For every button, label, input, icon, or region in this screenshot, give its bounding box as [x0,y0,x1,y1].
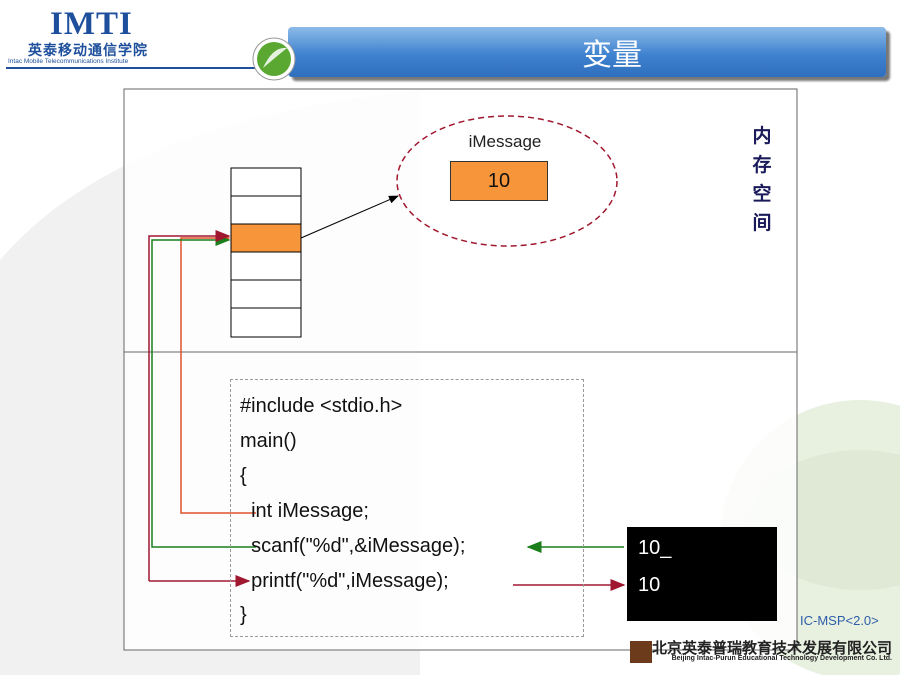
code-line: int iMessage; [240,500,369,522]
logo-chinese-name: 英泰移动通信学院 [28,43,148,59]
console-line: 10 [638,574,661,596]
declare-arrow [180,232,256,514]
logo-wordmark: IMTI [50,6,133,42]
variable-value: 10 [487,169,511,192]
company-name-cn: 北京英泰普瑞教育技术发展有限公司 [651,639,892,657]
memory-cell [230,307,302,338]
console-output: 10_ 10 [627,527,777,621]
printf-read-arrow [148,230,231,581]
memory-cell [230,167,302,197]
memory-label-char: 存 [752,154,772,176]
variable-value-box: 10 [450,161,548,201]
logo: IMTI 英泰移动通信学院 Intac Mobile Telecommunica… [6,4,261,69]
memory-label-char: 空 [752,183,772,205]
leaf-ball-icon [252,37,296,81]
memory-cells [230,167,302,338]
code-line: } [240,604,247,626]
pointer-arrow [300,195,399,239]
logo-english-name: Intac Mobile Telecommunications Institut… [8,58,129,65]
company-logo-icon [630,641,652,663]
code-block [230,379,584,637]
memory-label-char: 间 [752,212,772,234]
company-footer: 北京英泰普瑞教育技术发展有限公司 Beijing Intac-Purun Edu… [630,637,892,669]
title-bar: 变量 [288,27,886,77]
console-line: 10_ [638,537,672,559]
company-name-en: Beijing Intac-Purun Educational Technolo… [671,655,892,662]
scanf-arrow [151,234,256,548]
code-line: main() [240,430,297,452]
memory-label-char: 内 [752,125,772,147]
memory-space-label: 内 存 空 间 [750,122,774,238]
memory-cell [230,195,302,225]
code-line: printf("%d",iMessage); [240,570,449,592]
variable-name: iMessage [468,132,542,151]
memory-cell [230,279,302,309]
logo-underline [6,67,261,69]
memory-cell-highlighted [230,223,302,253]
memory-cell [230,251,302,281]
page-title: 变量 [582,38,642,73]
code-line: #include <stdio.h> [240,395,403,417]
slide-code: IC-MSP<2.0> [800,613,879,628]
code-line: scanf("%d",&iMessage); [240,535,466,557]
code-line: { [240,465,247,487]
variable-ellipse [396,115,618,247]
